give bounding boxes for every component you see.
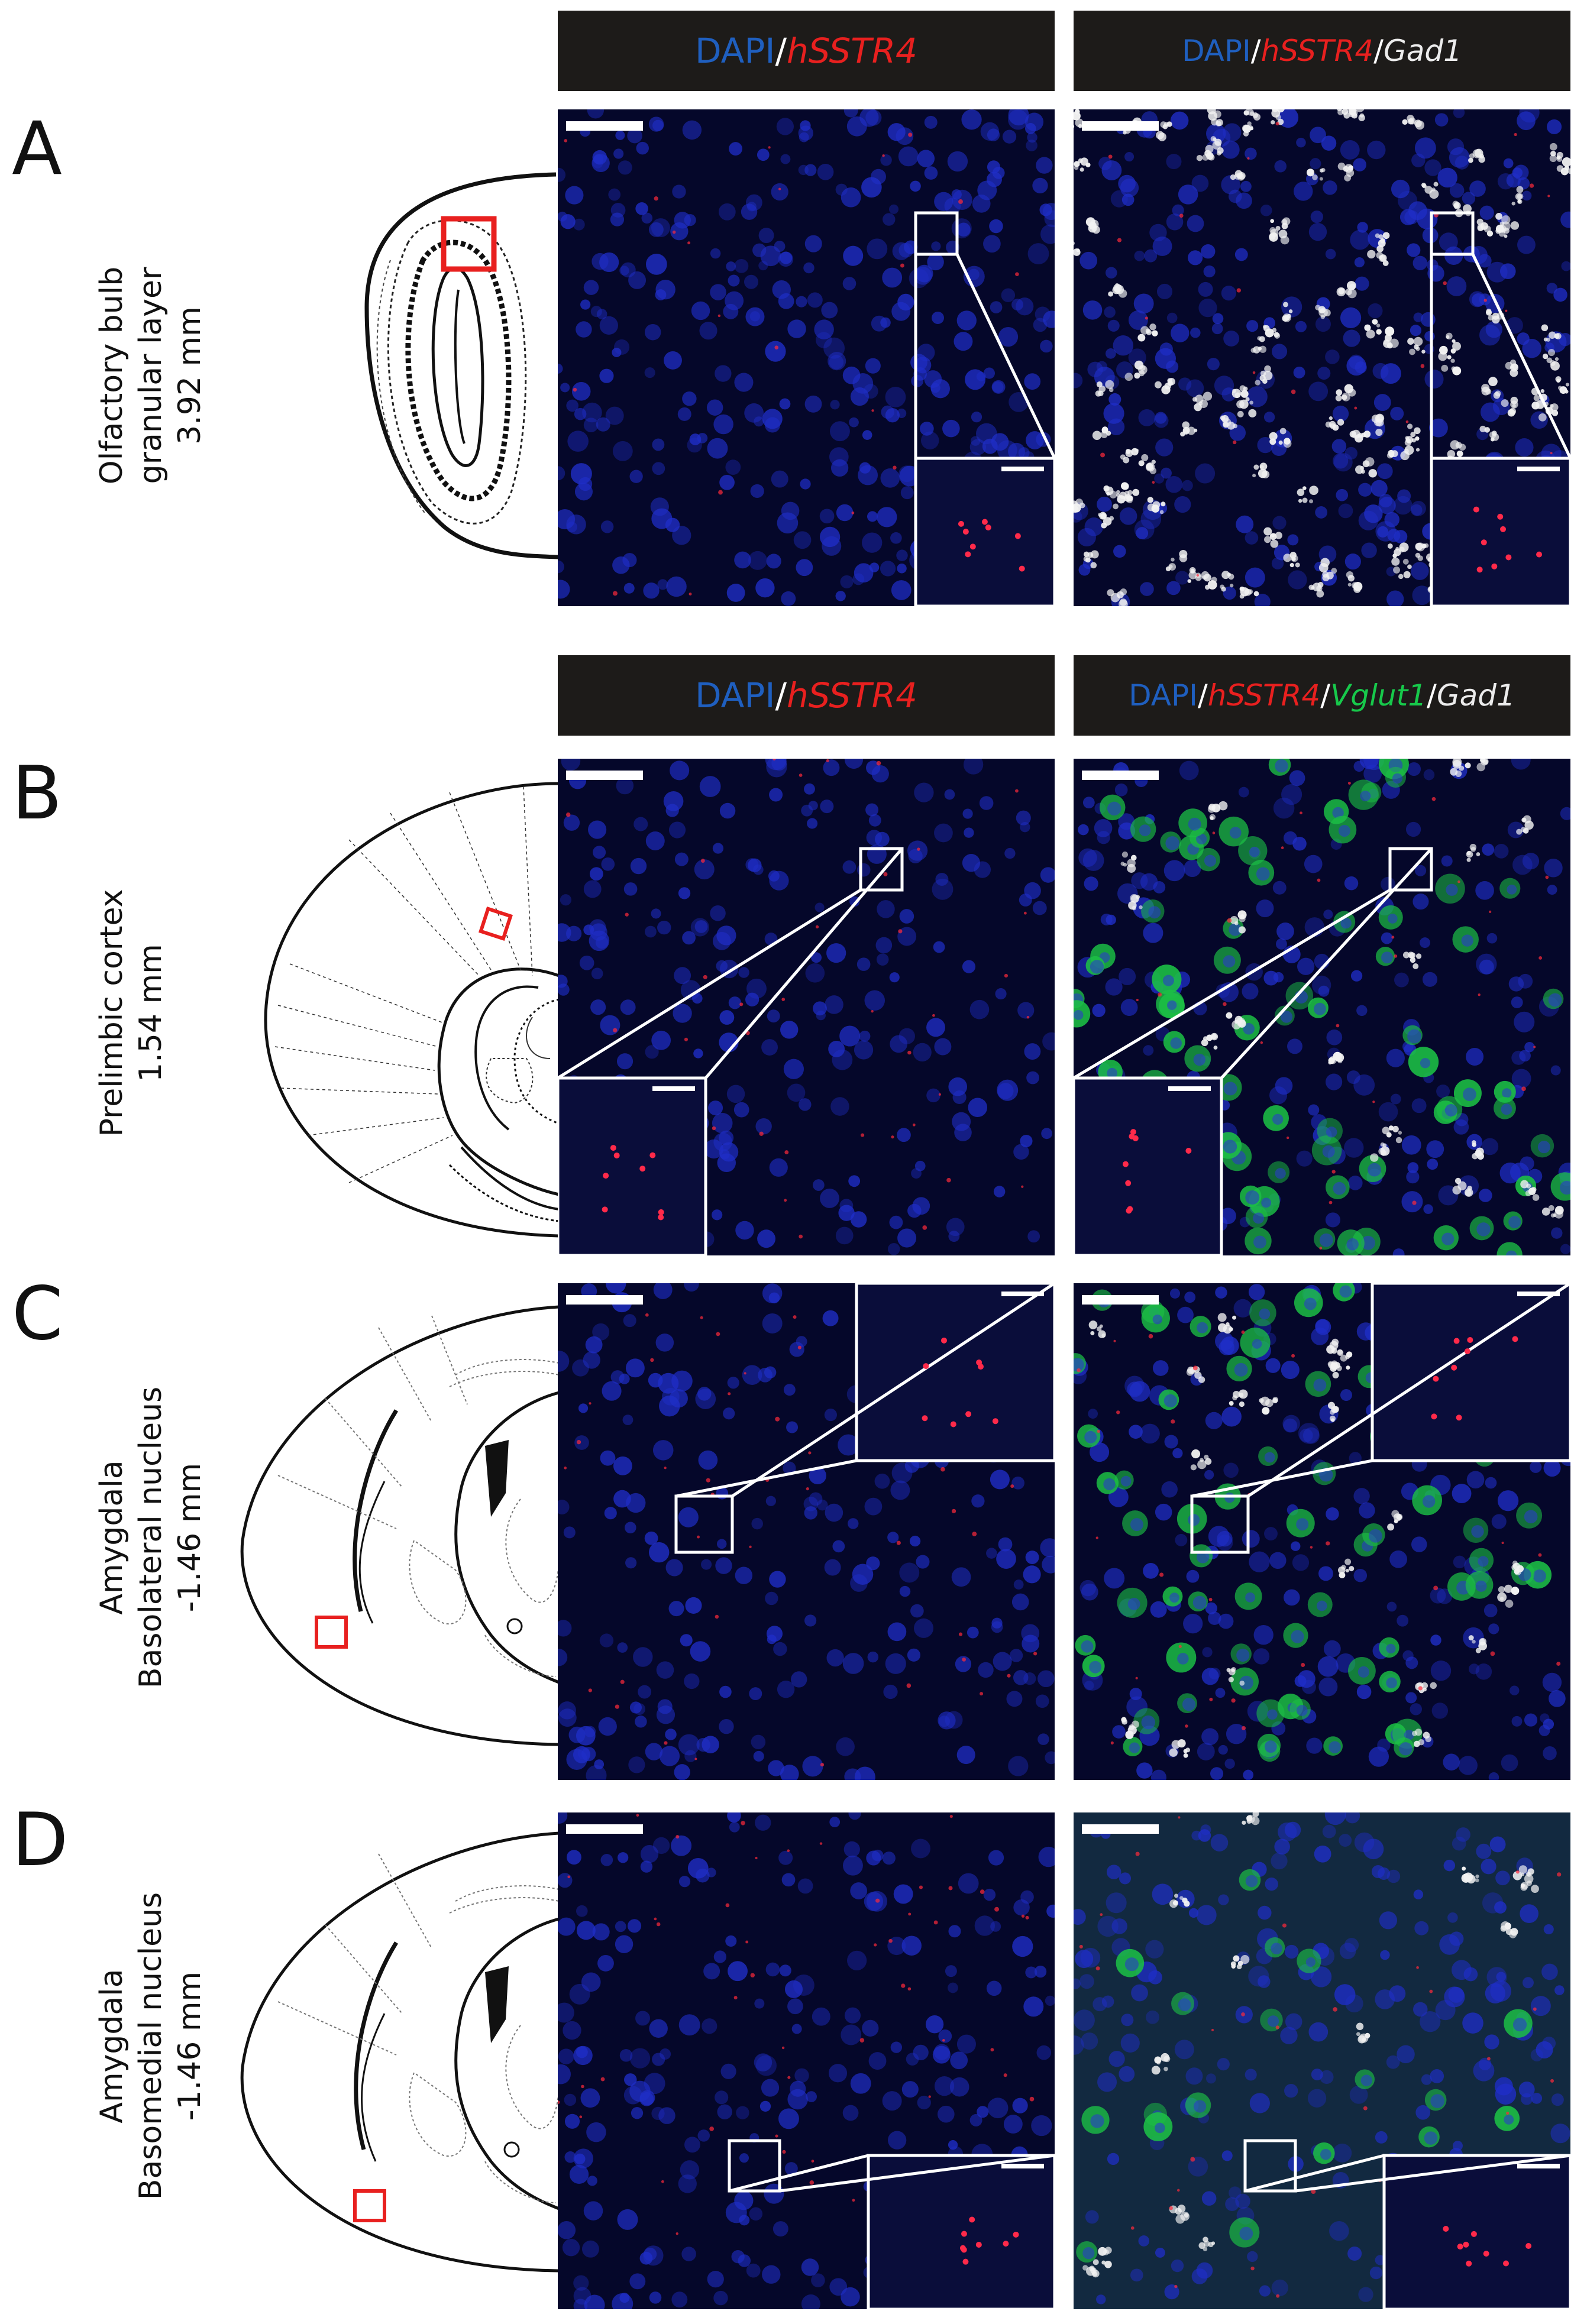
- roi-box: [315, 1616, 348, 1649]
- micrograph-a-dapi-hsstr4-gad1: [1074, 109, 1570, 606]
- region-label-line: Basolateral nucleus: [133, 1386, 169, 1689]
- micrograph-a-dapi-hsstr4: [558, 109, 1055, 606]
- header-gad1-label: Gad1: [1436, 678, 1515, 713]
- header-row-b-dapi-hsstr4: DAPI / hSSTR4: [558, 655, 1055, 736]
- region-label-a: Olfactory bulb granular layer 3.92 mm: [92, 163, 209, 588]
- micrograph-d-dapi-hsstr4-vglut1-gad1: [1074, 1812, 1570, 2309]
- region-label-line: 1.54 mm: [133, 944, 169, 1082]
- region-label-line: Prelimbic cortex: [94, 889, 130, 1137]
- header-dapi-label: DAPI: [695, 31, 775, 71]
- micrograph-d-dapi-hsstr4: [558, 1812, 1055, 2309]
- header-hsstr4-label: hSSTR4: [1260, 34, 1374, 68]
- header-row-a-dapi-hsstr4-gad1: DAPI / hSSTR4 / Gad1: [1074, 11, 1570, 91]
- micrograph-c-dapi-hsstr4: [558, 1283, 1055, 1780]
- amygdala-basolateral-atlas-diagram: [240, 1305, 560, 1746]
- panel-letter-a: A: [12, 106, 62, 192]
- region-label-line: Olfactory bulb: [94, 266, 130, 485]
- micrograph-c-dapi-hsstr4-vglut1-gad1: [1074, 1283, 1570, 1780]
- region-label-c: Amygdala Basolateral nucleus -1.46 mm: [92, 1325, 209, 1750]
- region-label-line: -1.46 mm: [172, 1462, 208, 1613]
- roi-box: [441, 216, 497, 272]
- header-row-b-dapi-hsstr4-vglut1-gad1: DAPI / hSSTR4 / Vglut1 / Gad1: [1074, 655, 1570, 736]
- header-separator: /: [1320, 678, 1331, 713]
- header-separator: /: [1250, 34, 1261, 68]
- header-gad1-label: Gad1: [1384, 34, 1462, 68]
- header-dapi-label: DAPI: [1129, 678, 1198, 713]
- header-hsstr4-label: hSSTR4: [786, 31, 917, 71]
- roi-box: [479, 907, 513, 941]
- region-label-line: granular layer: [133, 267, 169, 484]
- header-dapi-label: DAPI: [1182, 34, 1251, 68]
- header-dapi-label: DAPI: [695, 675, 775, 716]
- header-separator: /: [1373, 34, 1384, 68]
- amygdala-basomedial-atlas-diagram: [240, 1831, 560, 2273]
- panel-letter-c: C: [12, 1271, 63, 1357]
- header-separator: /: [775, 675, 787, 716]
- header-vglut1-label: Vglut1: [1330, 678, 1427, 713]
- olfactory-bulb-atlas-diagram: [364, 172, 560, 559]
- region-label-line: Basomedial nucleus: [133, 1892, 169, 2200]
- header-separator: /: [1427, 678, 1437, 713]
- header-row-a-dapi-hsstr4: DAPI / hSSTR4: [558, 11, 1055, 91]
- prelimbic-cortex-atlas-diagram: [264, 782, 560, 1238]
- region-label-line: Amygdala: [94, 1969, 130, 2124]
- region-label-line: -1.46 mm: [172, 1971, 208, 2121]
- micrograph-b-dapi-hsstr4: [558, 759, 1055, 1255]
- region-label-b: Prelimbic cortex 1.54 mm: [92, 800, 170, 1226]
- region-label-line: Amygdala: [94, 1460, 130, 1615]
- region-label-line: 3.92 mm: [172, 306, 208, 445]
- roi-box: [353, 2189, 386, 2222]
- header-hsstr4-label: hSSTR4: [786, 675, 917, 716]
- panel-letter-b: B: [12, 751, 63, 836]
- region-label-d: Amygdala Basomedial nucleus -1.46 mm: [92, 1833, 209, 2259]
- panel-letter-d: D: [12, 1798, 69, 1883]
- header-separator: /: [1197, 678, 1208, 713]
- micrograph-b-dapi-hsstr4-vglut1-gad1: [1074, 759, 1570, 1255]
- header-hsstr4-label: hSSTR4: [1207, 678, 1321, 713]
- header-separator: /: [775, 31, 787, 71]
